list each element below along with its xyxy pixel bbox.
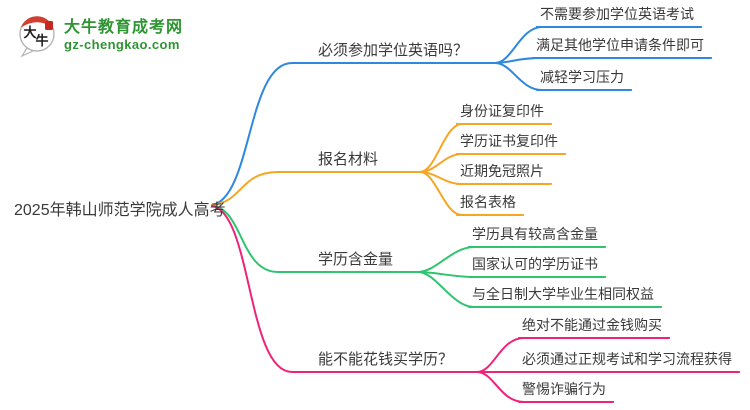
leaf-node-english-2[interactable]: 减轻学习压力 xyxy=(536,68,632,91)
branch-line-english xyxy=(211,62,496,206)
branch-line-materials xyxy=(211,171,421,206)
branch-topic-buy[interactable]: 能不能花钱买学历？ xyxy=(318,351,454,368)
logo-title: 大牛教育成考网 xyxy=(64,19,184,36)
svg-text:大: 大 xyxy=(23,25,36,41)
branch-line-value xyxy=(211,205,419,273)
svg-text:牛: 牛 xyxy=(35,33,48,49)
branch-topic-materials[interactable]: 报名材料 xyxy=(318,151,379,168)
leaf-node-value-2[interactable]: 与全日制大学毕业生相同权益 xyxy=(468,285,662,308)
leaf-line-value-2 xyxy=(417,271,475,308)
leaf-node-buy-1[interactable]: 必须通过正规考试和学习流程获得 xyxy=(518,350,740,373)
leaf-node-value-0[interactable]: 学历具有较高含金量 xyxy=(468,225,606,248)
leaf-node-materials-3[interactable]: 报名表格 xyxy=(456,193,524,216)
leaf-line-buy-0 xyxy=(476,337,525,373)
leaf-node-buy-0[interactable]: 绝对不能通过金钱购买 xyxy=(518,316,670,339)
logo-text: 大牛教育成考网 gz-chengkao.com xyxy=(64,18,183,52)
leaf-line-buy-2 xyxy=(476,371,525,403)
leaf-line-materials-3 xyxy=(419,171,463,216)
leaf-node-english-0[interactable]: 不需要参加学位英语考试 xyxy=(536,5,702,28)
site-logo[interactable]: 大 牛 大牛教育成考网 gz-chengkao.com xyxy=(16,12,183,58)
leaf-node-materials-0[interactable]: 身份证复印件 xyxy=(456,102,552,125)
logo-url: gz-chengkao.com xyxy=(64,37,180,52)
central-topic[interactable]: 2025年韩山师范学院成人高考 xyxy=(14,202,226,219)
leaf-line-value-0 xyxy=(417,246,475,273)
branch-topic-value[interactable]: 学历含金量 xyxy=(318,251,394,268)
branch-topic-english[interactable]: 必须参加学位英语吗？ xyxy=(318,42,469,59)
leaf-node-materials-2[interactable]: 近期免冠照片 xyxy=(456,162,552,185)
branch-line-buy xyxy=(211,205,478,373)
leaf-line-english-2 xyxy=(494,62,543,91)
leaf-node-materials-1[interactable]: 学历证书复印件 xyxy=(456,132,566,155)
leaf-node-value-1[interactable]: 国家认可的学历证书 xyxy=(468,255,606,278)
cow-bubble-icon: 大 牛 xyxy=(19,16,55,58)
leaf-node-buy-2[interactable]: 警惕诈骗行为 xyxy=(518,380,614,403)
leaf-node-english-1[interactable]: 满足其他学位申请条件即可 xyxy=(532,36,712,59)
